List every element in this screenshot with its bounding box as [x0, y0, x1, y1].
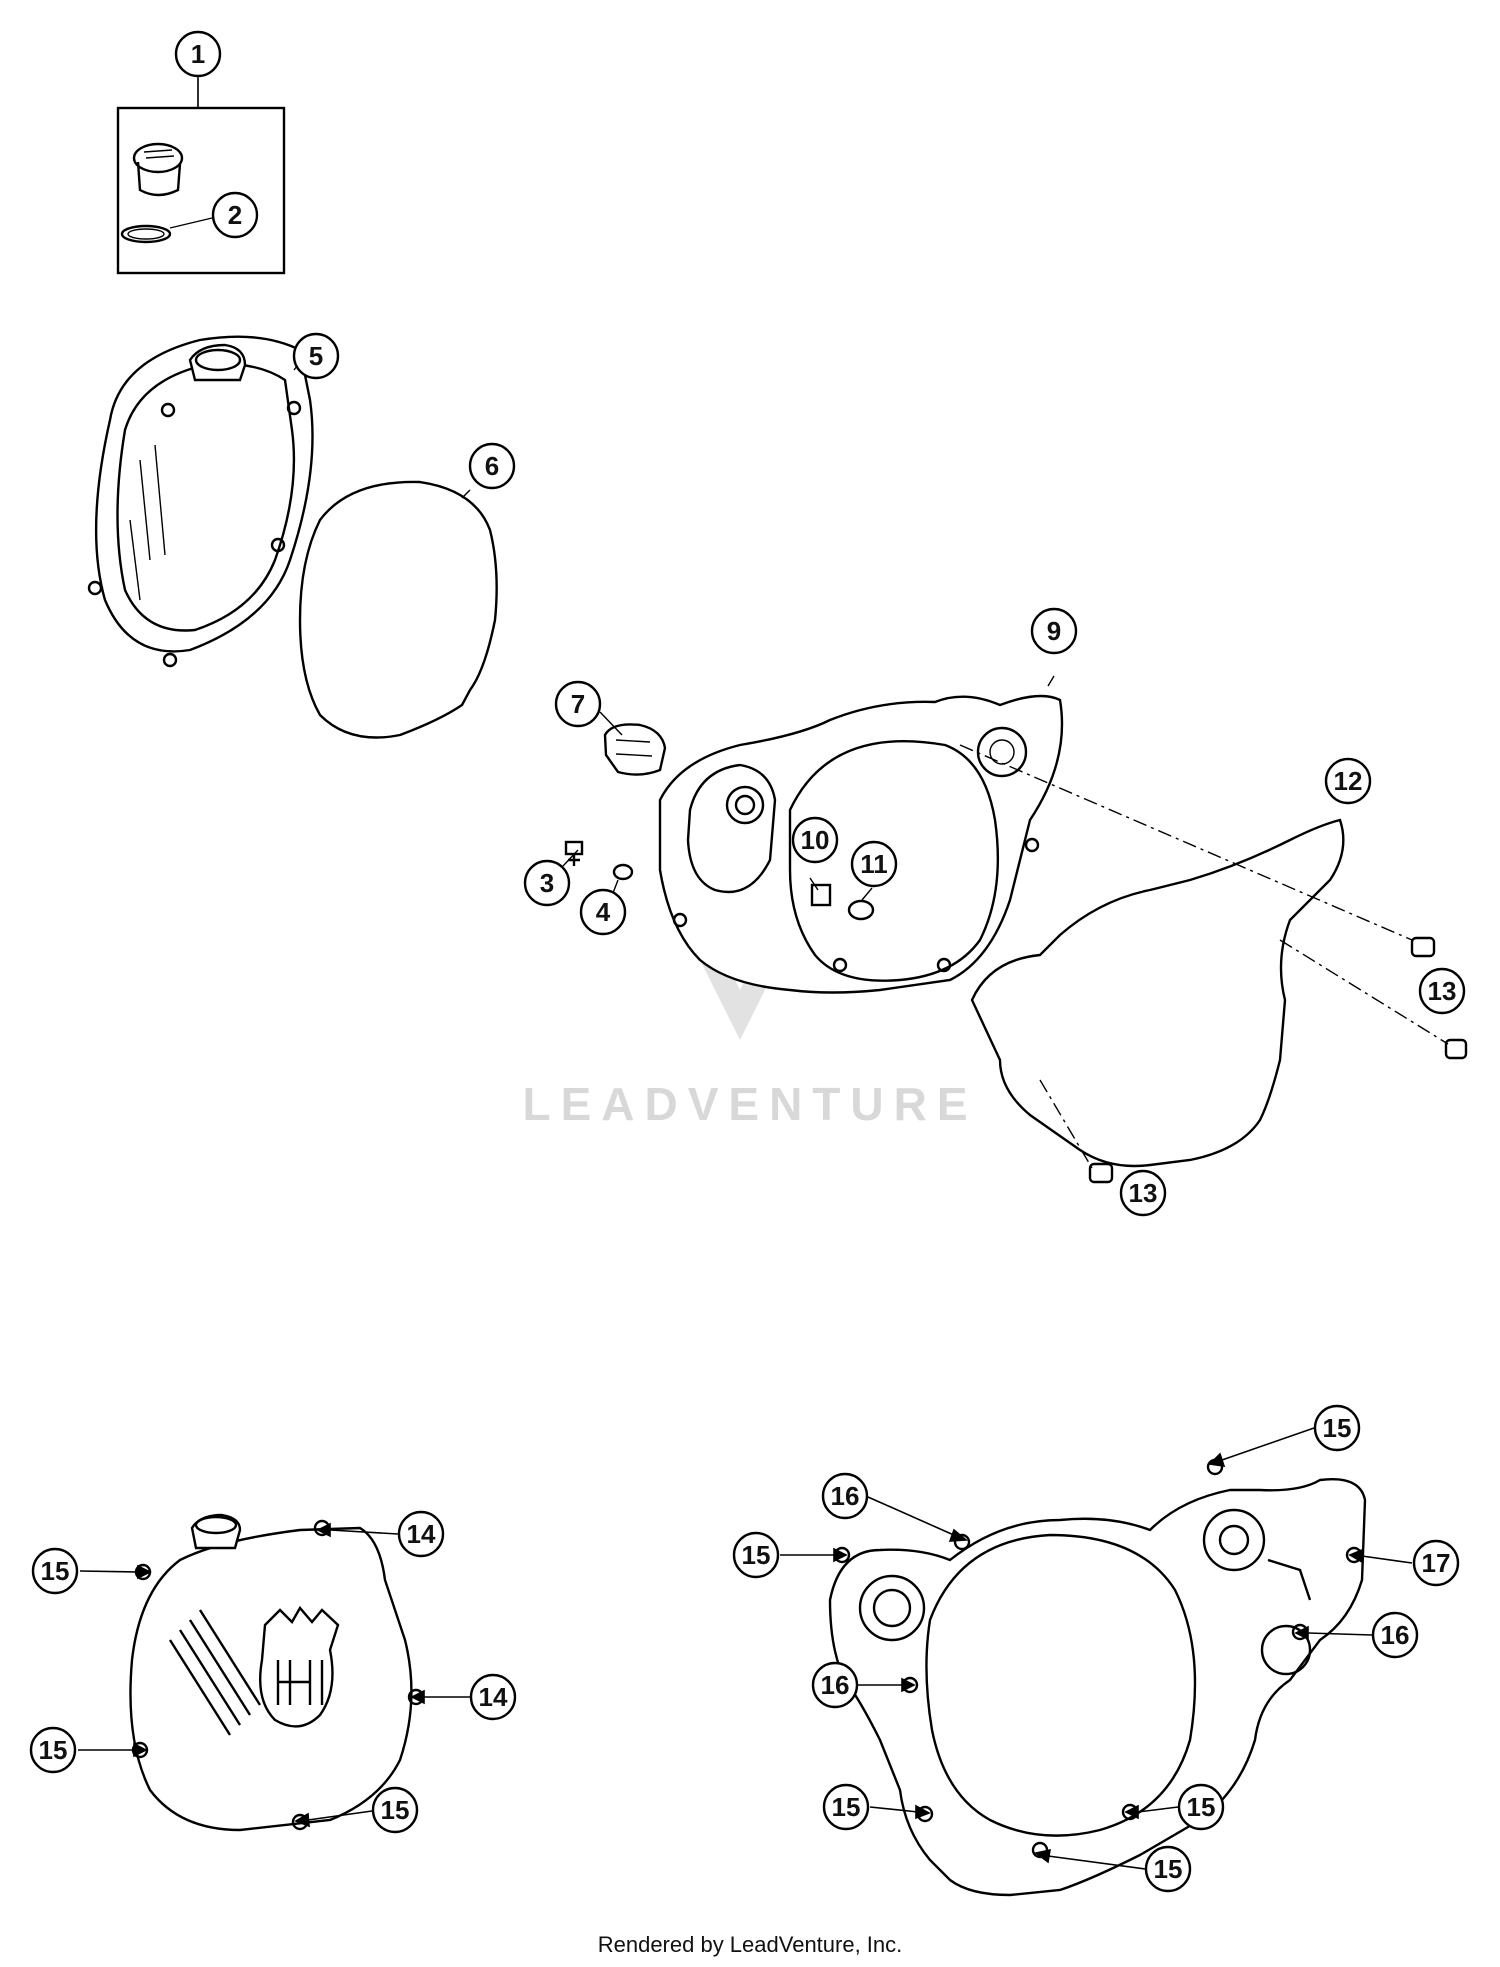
svg-text:12: 12 [1334, 766, 1363, 796]
callout-15-e: 15 [732, 1531, 780, 1579]
dowel-pins [959, 744, 1468, 1184]
o-ring [120, 224, 172, 244]
svg-text:6: 6 [485, 451, 499, 481]
callout-9: 9 [1030, 607, 1078, 655]
footer-credit: Rendered by LeadVenture, Inc. [598, 1932, 903, 1957]
svg-text:15: 15 [1323, 1413, 1352, 1443]
part-1-box [116, 78, 286, 275]
callout-3: 3 [523, 859, 571, 907]
callout-16-a: 16 [821, 1472, 869, 1520]
svg-text:15: 15 [39, 1735, 68, 1765]
callout-7: 7 [554, 680, 602, 728]
callout-14-right: 14 [469, 1673, 517, 1721]
callout-14-top: 14 [397, 1510, 445, 1558]
svg-text:16: 16 [821, 1670, 850, 1700]
svg-text:13: 13 [1428, 976, 1457, 1006]
svg-text:14: 14 [407, 1519, 436, 1549]
svg-text:7: 7 [571, 689, 585, 719]
brand-logo [259, 1605, 340, 1728]
callout-15-c: 15 [371, 1786, 419, 1834]
callout-13-right: 13 [1418, 967, 1466, 1015]
ignition-cover-exploded [658, 694, 1064, 994]
svg-text:10: 10 [801, 825, 830, 855]
callouts: 1 2 5 6 7 9 3 4 10 11 12 13 13 14 14 15 … [29, 30, 1466, 1893]
washer-part-4 [612, 863, 634, 881]
callout-15-d: 15 [1313, 1404, 1361, 1452]
svg-text:4: 4 [596, 897, 611, 927]
callout-15-b: 15 [29, 1726, 77, 1774]
callout-6: 6 [468, 442, 516, 490]
leader-lines [78, 1427, 1413, 1870]
svg-text:15: 15 [832, 1792, 861, 1822]
callout-10: 10 [791, 816, 839, 864]
callout-16-b: 16 [1371, 1611, 1419, 1659]
watermark-text: LEADVENTURE [522, 1078, 977, 1130]
svg-text:15: 15 [1154, 1854, 1183, 1884]
callout-15-a: 15 [31, 1547, 79, 1595]
clutch-cover-assembled [129, 1513, 425, 1832]
svg-text:16: 16 [831, 1481, 860, 1511]
svg-text:15: 15 [742, 1540, 771, 1570]
svg-text:15: 15 [1187, 1792, 1216, 1822]
water-pump-part-7 [603, 723, 667, 776]
svg-text:17: 17 [1422, 1548, 1451, 1578]
callout-2: 2 [211, 191, 259, 239]
callout-5: 5 [292, 332, 340, 380]
svg-text:13: 13 [1129, 1178, 1158, 1208]
callout-15-h: 15 [1144, 1845, 1192, 1893]
svg-text:14: 14 [479, 1682, 508, 1712]
svg-text:11: 11 [860, 849, 888, 879]
callout-12: 12 [1324, 757, 1372, 805]
svg-text:15: 15 [41, 1556, 70, 1586]
ignition-cover-assembled [828, 1458, 1367, 1897]
callout-17: 17 [1412, 1539, 1460, 1587]
svg-text:5: 5 [309, 341, 323, 371]
callout-15-f: 15 [822, 1783, 870, 1831]
callout-13-bottom: 13 [1119, 1169, 1167, 1217]
callout-15-g: 15 [1177, 1783, 1225, 1831]
svg-text:3: 3 [540, 868, 554, 898]
svg-text:9: 9 [1047, 616, 1061, 646]
svg-text:16: 16 [1381, 1620, 1410, 1650]
ignition-cover-gasket [970, 818, 1345, 1168]
oil-filler-plug [132, 142, 184, 197]
callout-1: 1 [174, 30, 222, 78]
svg-text:2: 2 [228, 200, 242, 230]
clutch-cover-exploded [87, 335, 314, 668]
callout-4: 4 [579, 888, 627, 936]
clutch-cover-gasket [298, 480, 498, 739]
callout-11: 11 [850, 840, 898, 888]
callout-16-c: 16 [811, 1661, 859, 1709]
svg-text:15: 15 [381, 1795, 410, 1825]
svg-text:1: 1 [191, 39, 205, 69]
